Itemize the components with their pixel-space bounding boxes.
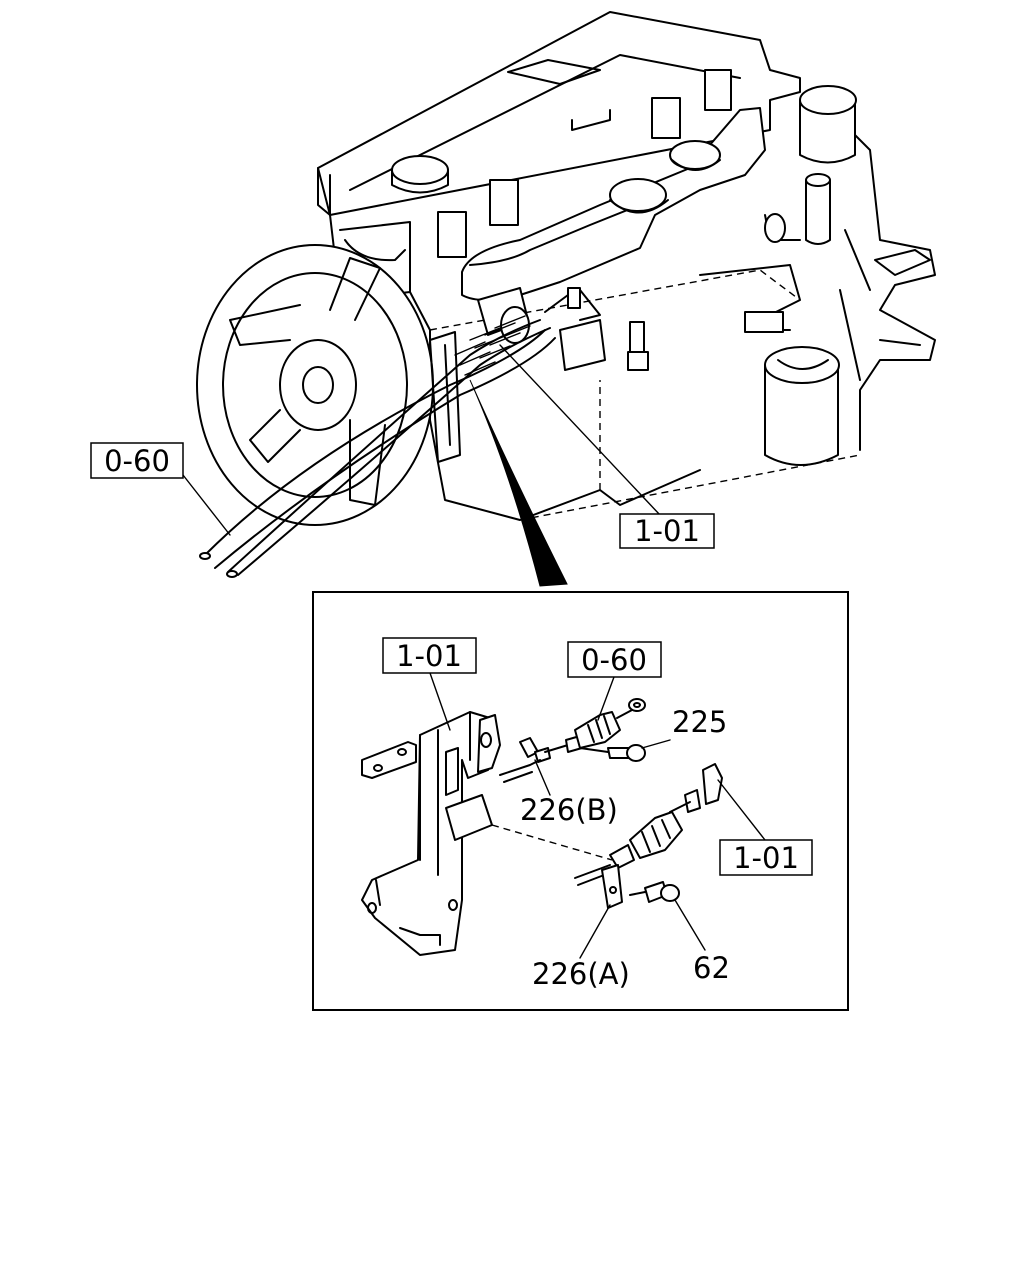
part-number-226b: 226(B) (520, 793, 618, 827)
leader-line-detail-bracket-right (717, 779, 766, 841)
svg-text:0-60: 0-60 (104, 444, 170, 478)
svg-text:1-01: 1-01 (733, 841, 799, 875)
detail-pointer (469, 379, 568, 587)
svg-text:1-01: 1-01 (396, 639, 462, 673)
leader-line-226b (534, 759, 551, 796)
detail-illustration (361, 698, 723, 956)
engine-illustration (196, 11, 936, 578)
leader-line-detail-cable (597, 676, 615, 721)
part-number-62: 62 (693, 951, 730, 985)
leader-line-225 (641, 739, 671, 749)
detail-frame (312, 591, 849, 1011)
svg-text:0-60: 0-60 (581, 643, 647, 677)
callout-detail-bracket: 1-01 (382, 637, 477, 674)
part-number-225: 225 (672, 705, 727, 739)
leader-line-226a (579, 904, 611, 959)
callout-engine-cable: 0-60 (90, 442, 184, 479)
leader-line-detail-bracket (429, 672, 451, 731)
callout-engine-bracket: 1-01 (619, 513, 715, 549)
svg-text:1-01: 1-01 (634, 514, 700, 548)
leader-line-engine-cable (182, 474, 231, 536)
callout-detail-bracket-right: 1-01 (719, 839, 813, 876)
leader-line-62 (674, 899, 706, 951)
leader-line-engine-bracket (499, 344, 661, 516)
callout-detail-cable: 0-60 (567, 641, 662, 678)
part-number-226a: 226(A) (532, 957, 630, 991)
